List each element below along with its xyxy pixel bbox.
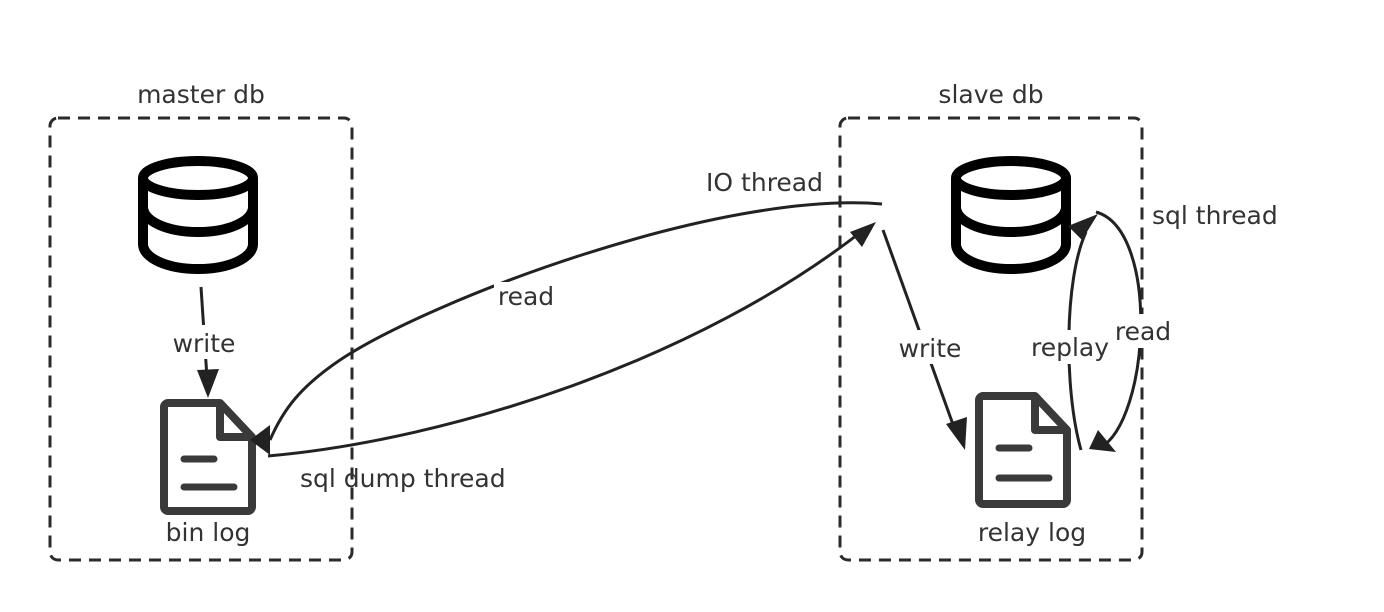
relay-log-document-icon (975, 392, 1071, 508)
master-write-label: write (173, 329, 236, 358)
io-thread-label: IO thread (706, 168, 823, 197)
sql-dump-thread-curve (267, 226, 867, 458)
io-thread-flow: read IO thread sql dump thread (250, 168, 883, 493)
replay-label-bg (1030, 330, 1110, 364)
master-db-title: master db (137, 80, 265, 109)
io-thread-read-curve (268, 201, 883, 441)
sql-dump-thread-arrowhead (850, 222, 876, 247)
bin-log-label: bin log (166, 518, 251, 547)
sql-thread-replay-arrowhead (1068, 214, 1098, 240)
slave-read-label-bg (1112, 314, 1174, 348)
slave-write-label-bg (894, 330, 966, 364)
sql-dump-thread-label: sql dump thread (300, 464, 506, 493)
io-thread-read-arrowhead (250, 425, 270, 455)
master-db-group: master db bin log write (48, 80, 354, 562)
sql-thread-read-label: read (1115, 317, 1171, 346)
io-thread-read-label: read (498, 282, 554, 311)
sql-thread-read-arrowhead (1089, 430, 1116, 452)
master-write-label-bg (168, 325, 240, 359)
master-write-arrowhead (197, 369, 219, 398)
slave-db-title: slave db (938, 80, 1043, 109)
slave-database-icon (951, 156, 1071, 274)
slave-write-arrowhead (946, 417, 967, 450)
master-db-container (48, 116, 354, 562)
slave-db-group: slave db relay log write read replay (838, 80, 1278, 562)
io-read-label-bg (494, 282, 558, 316)
replay-label: replay (1031, 333, 1109, 362)
sql-thread-label: sql thread (1152, 201, 1278, 230)
relay-log-label: relay log (978, 518, 1086, 547)
slave-write-label: write (899, 334, 962, 363)
master-database-icon (138, 156, 258, 274)
bin-log-document-icon (160, 399, 256, 515)
